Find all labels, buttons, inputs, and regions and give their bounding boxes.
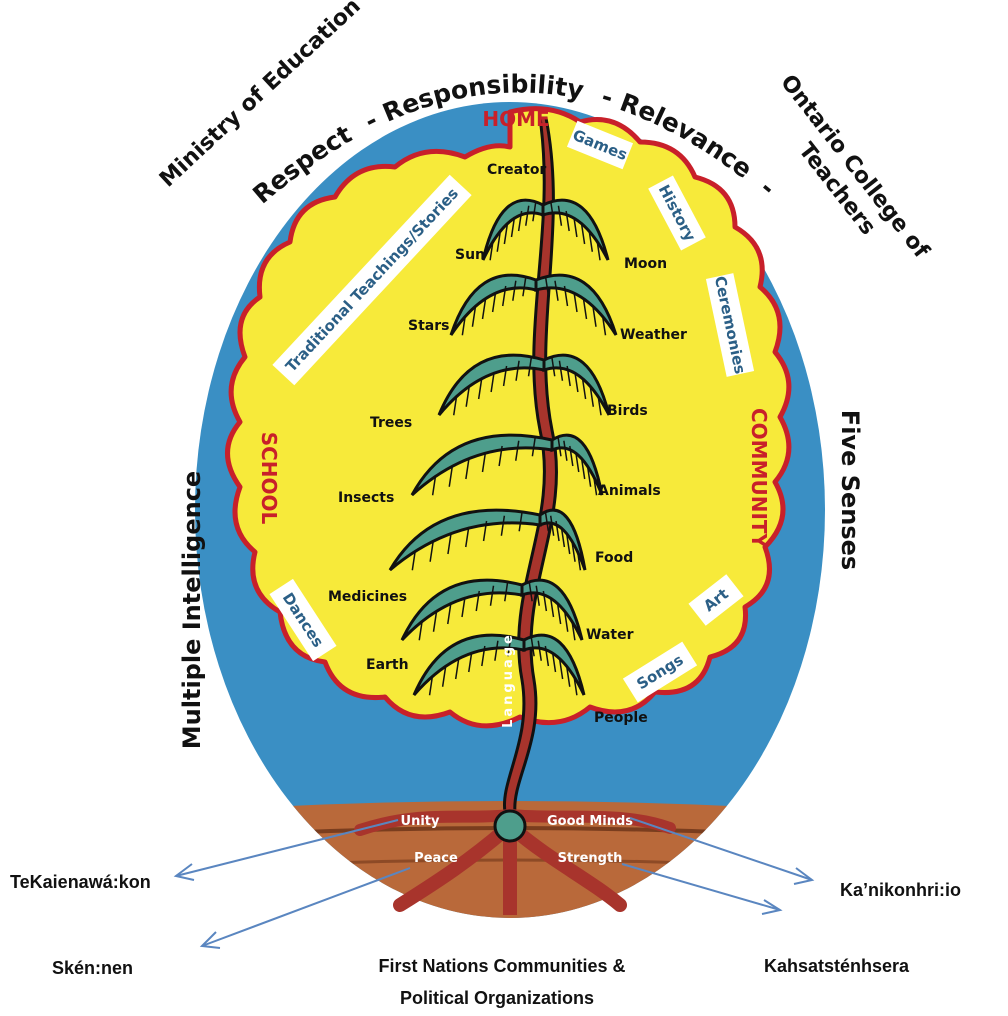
- animals-label: Animals: [598, 483, 661, 499]
- trees-label: Trees: [370, 415, 412, 431]
- kanikonhrio-label: Ka’nikonhri:io: [840, 880, 961, 900]
- food-label: Food: [595, 550, 633, 566]
- kahsatstenhsera-label: Kahsatsténhsera: [764, 956, 910, 976]
- stars-label: Stars: [408, 318, 449, 334]
- language-label: Language: [501, 632, 516, 728]
- home-label: HOME: [482, 107, 549, 131]
- tekaienawakon-label: TeKaienawá:kon: [10, 872, 151, 892]
- sun-label: Sun: [455, 247, 485, 263]
- arrow-strength: [622, 864, 780, 910]
- first-nations-line-1: First Nations Communities &: [378, 956, 625, 976]
- school-label: SCHOOL: [257, 432, 281, 525]
- weather-label: Weather: [620, 327, 687, 343]
- strength-label: Strength: [558, 851, 623, 866]
- birds-label: Birds: [607, 403, 648, 419]
- water-label: Water: [586, 627, 634, 643]
- first-nations-line-2: Political Organizations: [400, 988, 594, 1008]
- creator-label: Creator: [487, 162, 546, 178]
- ministry-label: Ministry of Education: [155, 0, 366, 192]
- skennen-label: Skén:nen: [52, 958, 133, 978]
- arrow-peace: [202, 868, 410, 946]
- unity-label: Unity: [401, 814, 440, 829]
- peace-label: Peace: [414, 851, 458, 866]
- ontario-label: Ontario College of: [775, 70, 934, 263]
- good-minds-label: Good Minds: [547, 814, 633, 829]
- earth-label: Earth: [366, 657, 409, 673]
- five-senses-label: Five Senses: [836, 410, 864, 570]
- moon-label: Moon: [624, 256, 667, 272]
- root-center-circle: [495, 811, 525, 841]
- multiple-intelligence-label: Multiple Intelligence: [178, 471, 206, 749]
- people-label: People: [594, 710, 648, 726]
- insects-label: Insects: [338, 490, 394, 506]
- medicines-label: Medicines: [328, 589, 407, 605]
- community-label: COMMUNITY: [747, 408, 771, 549]
